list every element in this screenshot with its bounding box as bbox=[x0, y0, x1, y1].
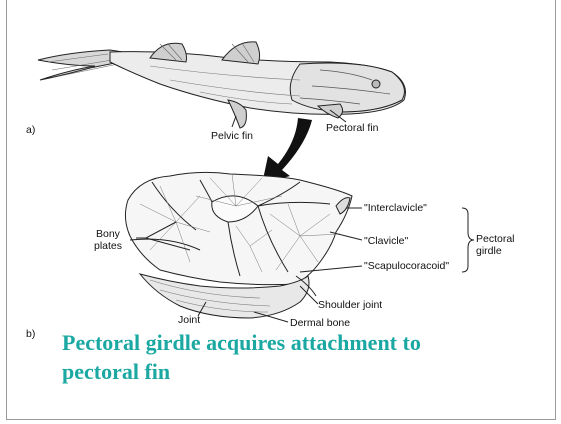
slide-caption: Pectoral girdle acquires attachment to p… bbox=[62, 328, 502, 386]
clavicle-label: "Clavicle" bbox=[364, 236, 408, 248]
bony-plates-label-line2: plates bbox=[94, 241, 122, 253]
joint-label: Joint bbox=[178, 315, 200, 327]
panel-b-label: b) bbox=[26, 329, 35, 341]
pectoral-girdle-brace bbox=[462, 208, 474, 272]
shoulder-joint-label: Shoulder joint bbox=[318, 300, 382, 312]
interclavicle-label: "Interclavicle" bbox=[364, 203, 427, 215]
pectoral-fin-label: Pectoral fin bbox=[326, 123, 379, 135]
bony-plates-label-line1: Bony bbox=[96, 229, 120, 241]
panel-a-label: a) bbox=[26, 125, 35, 137]
scapulocoracoid-label: "Scapulocoracoid" bbox=[364, 261, 449, 273]
fish-illustration bbox=[38, 42, 406, 128]
transition-arrow bbox=[262, 118, 312, 184]
pectoral-girdle-label-line2: girdle bbox=[476, 246, 502, 258]
pelvic-fin-label: Pelvic fin bbox=[211, 131, 253, 143]
pectoral-girdle-label-line1: Pectoral bbox=[476, 234, 515, 246]
